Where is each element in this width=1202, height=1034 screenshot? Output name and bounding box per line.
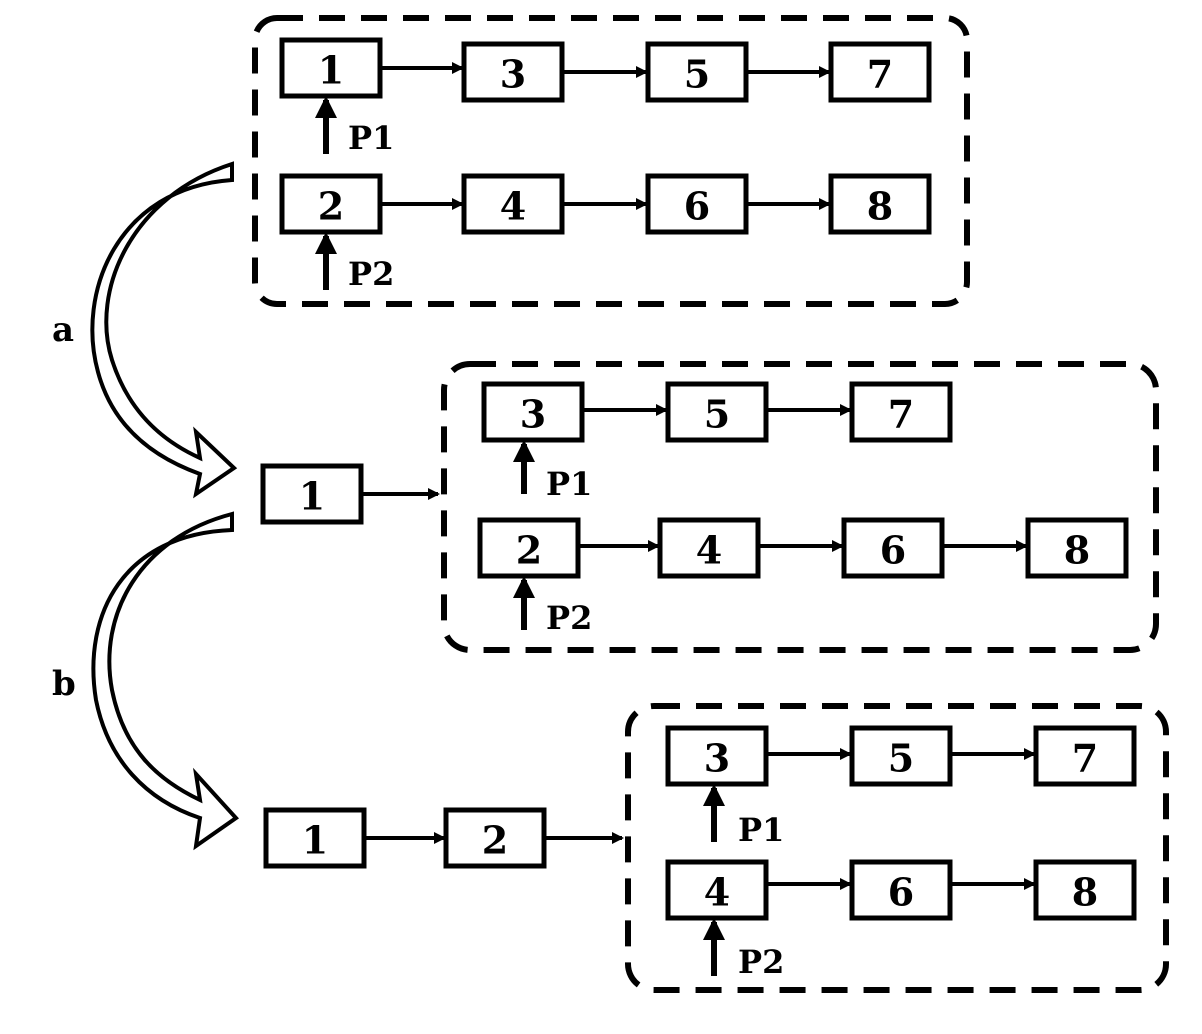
node-6: 6 — [841, 517, 945, 579]
node-label: 7 — [888, 392, 914, 437]
pin-p2-label: P2 — [546, 599, 592, 637]
node-6: 6 — [849, 859, 953, 921]
node-1: 1 — [279, 37, 383, 99]
stage-a: 1 3 5 7 2 4 6 8 — [260, 361, 1159, 653]
node-8: 8 — [828, 173, 932, 235]
stage-top: 1 3 5 7 2 4 6 8 — [252, 15, 970, 307]
node-3: 3 — [665, 725, 769, 787]
node-3: 3 — [461, 41, 565, 103]
node-label: 6 — [684, 184, 710, 229]
node-2: 2 — [477, 517, 581, 579]
node-4: 4 — [657, 517, 761, 579]
node-1: 1 — [260, 463, 364, 525]
node-label: 4 — [704, 870, 730, 915]
node-2: 2 — [279, 173, 383, 235]
node-label: 2 — [482, 818, 508, 863]
node-3: 3 — [481, 381, 585, 443]
stage-b: 1 2 3 5 7 4 6 8 — [263, 703, 1169, 993]
node-label: 6 — [880, 528, 906, 573]
node-label: 7 — [867, 52, 893, 97]
node-7: 7 — [828, 41, 932, 103]
transition-arrow-b: b — [52, 511, 240, 851]
stage-b-group-box — [625, 703, 1169, 993]
node-label: 3 — [520, 392, 546, 437]
node-label: 2 — [516, 528, 542, 573]
node-label: 8 — [1072, 870, 1098, 915]
node-8: 8 — [1033, 859, 1137, 921]
node-label: 5 — [888, 736, 914, 781]
node-1: 1 — [263, 807, 367, 869]
node-label: 5 — [684, 52, 710, 97]
stage-top-group-box — [252, 15, 970, 307]
node-label: 8 — [1064, 528, 1090, 573]
node-8: 8 — [1025, 517, 1129, 579]
node-label: 5 — [704, 392, 730, 437]
node-label: 3 — [704, 736, 730, 781]
node-label: 1 — [302, 818, 328, 863]
node-2: 2 — [443, 807, 547, 869]
node-label: 3 — [500, 52, 526, 97]
curved-arrow-icon — [90, 161, 238, 499]
pin-p1-label: P1 — [546, 465, 592, 503]
curved-arrow-icon — [91, 511, 240, 851]
label-b: b — [52, 664, 76, 704]
node-label: 4 — [696, 528, 722, 573]
node-label: 1 — [299, 474, 325, 519]
node-label: 8 — [867, 184, 893, 229]
transition-arrow-a: a — [52, 161, 238, 499]
node-7: 7 — [849, 381, 953, 443]
node-label: 4 — [500, 184, 526, 229]
node-4: 4 — [665, 859, 769, 921]
node-label: 2 — [318, 184, 344, 229]
pin-p1-label: P1 — [738, 811, 784, 849]
node-label: 1 — [318, 48, 344, 93]
node-5: 5 — [665, 381, 769, 443]
node-5: 5 — [645, 41, 749, 103]
label-a: a — [52, 310, 74, 350]
pin-p2-label: P2 — [348, 255, 394, 293]
node-6: 6 — [645, 173, 749, 235]
pin-p2-label: P2 — [738, 943, 784, 981]
stage-a-group-box — [441, 361, 1159, 653]
pin-p1-label: P1 — [348, 119, 394, 157]
node-7: 7 — [1033, 725, 1137, 787]
node-label: 7 — [1072, 736, 1098, 781]
node-4: 4 — [461, 173, 565, 235]
node-label: 6 — [888, 870, 914, 915]
node-5: 5 — [849, 725, 953, 787]
